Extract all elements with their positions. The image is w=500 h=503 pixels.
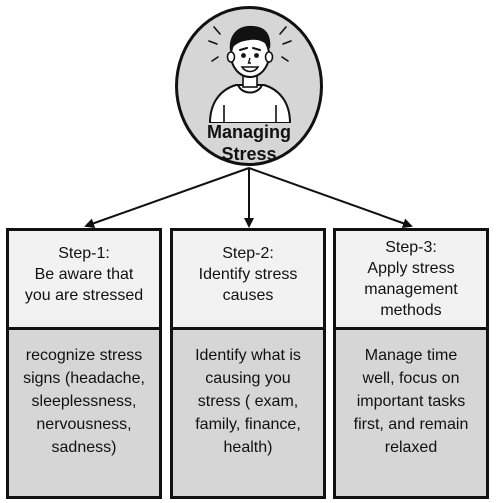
- step-1-card: Step-1: Be aware that you are stressed r…: [6, 228, 162, 499]
- step-1-body: recognize stress signs (headache, sleepl…: [9, 330, 159, 496]
- step-1-body-line: signs (headache,: [23, 370, 145, 387]
- step-3-title-line: methods: [380, 302, 442, 319]
- step-2-body-line: Identify what is: [195, 347, 301, 364]
- step-2-title-line: Identify stress: [198, 266, 298, 283]
- step-3-title-line: Apply stress: [367, 260, 455, 277]
- step-2-header: Step-2: Identify stress causes: [173, 231, 323, 330]
- step-3-body-line: Manage time: [364, 347, 458, 364]
- stressed-person-icon: [208, 25, 292, 123]
- step-3-body-line: relaxed: [384, 439, 438, 456]
- step-2-label: Step-2:: [222, 245, 274, 262]
- hub-title: Managing Stress: [207, 122, 291, 164]
- step-1-header: Step-1: Be aware that you are stressed: [9, 231, 159, 330]
- step-3-title-line: management: [364, 281, 458, 298]
- step-3-body: Manage time well, focus on important tas…: [336, 330, 486, 496]
- step-2-card: Step-2: Identify stress causes Identify …: [170, 228, 326, 499]
- step-3-body-line: important tasks: [356, 393, 466, 410]
- step-3-label: Step-3:: [385, 239, 437, 256]
- step-1-body-line: recognize stress: [25, 347, 143, 364]
- step-1-body-line: nervousness,: [36, 416, 132, 433]
- step-2-body-line: family, finance,: [195, 416, 301, 433]
- step-2-body-line: health): [223, 439, 273, 456]
- arrow-to-step-1: [84, 167, 250, 229]
- step-1-body-line: sleeplessness,: [31, 393, 137, 410]
- hub-circle: Managing Stress: [175, 6, 323, 166]
- step-3-card: Step-3: Apply stress management methods …: [333, 228, 489, 499]
- step-1-title-line: you are stressed: [24, 287, 144, 304]
- step-1-title-line: Be aware that: [34, 266, 134, 283]
- step-2-body-line: stress ( exam,: [197, 393, 299, 410]
- step-2-body-line: causing you: [205, 370, 291, 387]
- step-3-body-line: first, and remain: [353, 416, 469, 433]
- step-3-body-line: well, focus on: [362, 370, 460, 387]
- step-2-body: Identify what is causing you stress ( ex…: [173, 330, 323, 496]
- step-2-title-line: causes: [222, 287, 274, 304]
- step-3-header: Step-3: Apply stress management methods: [336, 231, 486, 330]
- step-1-body-line: sadness): [51, 439, 117, 456]
- arrow-to-step-3: [248, 167, 413, 229]
- step-1-label: Step-1:: [58, 245, 110, 262]
